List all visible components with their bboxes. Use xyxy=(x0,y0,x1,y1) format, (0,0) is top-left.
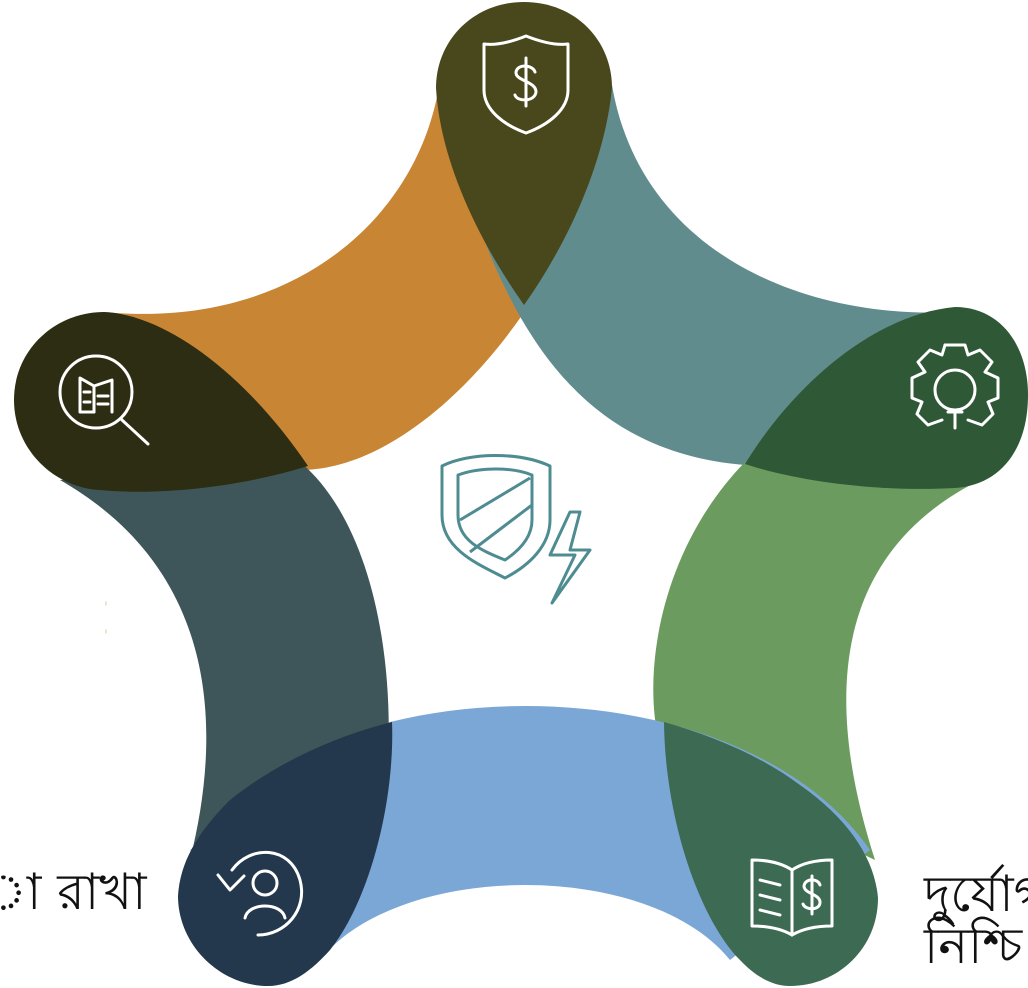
faint-mark: ' xyxy=(104,600,108,616)
label-left: া রাখা xyxy=(0,863,147,921)
node-bottom-left xyxy=(178,722,393,986)
book-dollar-icon xyxy=(750,858,834,937)
label-right: দুর্যোগ নিশ্চি xyxy=(924,865,1028,975)
nodes xyxy=(14,2,1028,986)
person-cycle-icon xyxy=(216,850,303,937)
node-right xyxy=(745,307,1028,489)
shield-lightning-icon xyxy=(440,454,592,605)
node-bottom-right xyxy=(664,722,878,986)
shield-dollar-icon xyxy=(482,34,570,135)
building-magnifier-icon xyxy=(58,354,150,446)
faint-mark: ' xyxy=(104,628,108,644)
gear-lightbulb-icon xyxy=(910,343,1000,430)
